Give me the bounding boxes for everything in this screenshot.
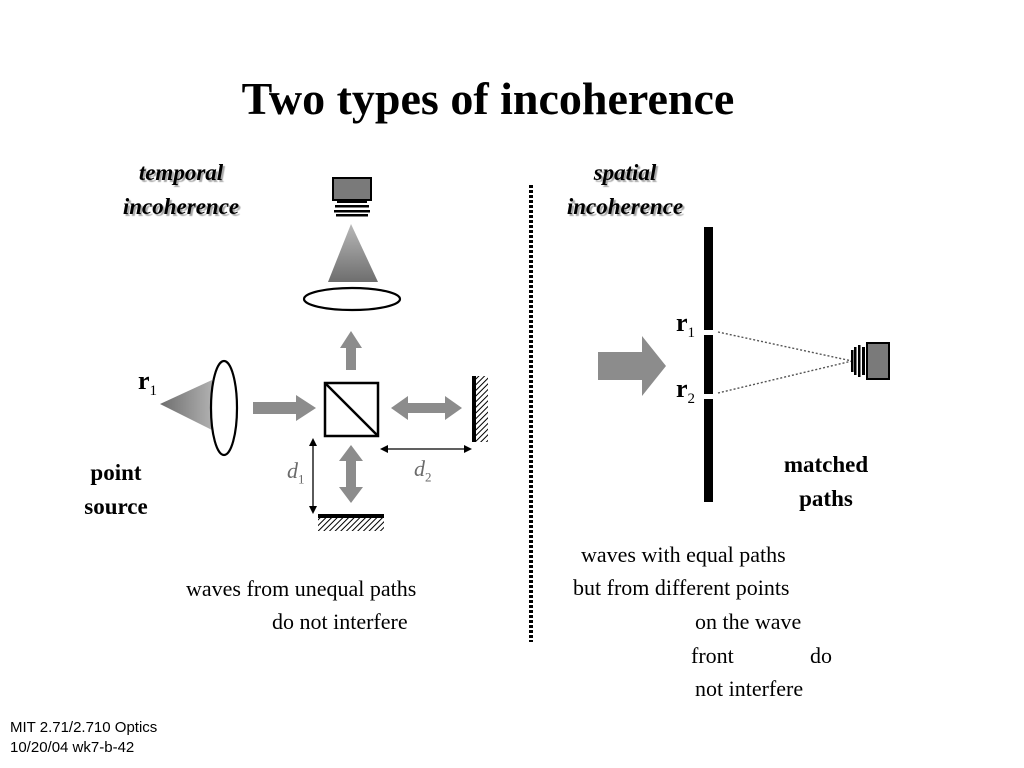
bottom-mirror (318, 514, 384, 531)
slide-footer: MIT 2.71/2.710 Optics 10/20/04 wk7-b-42 (10, 718, 157, 758)
wavefront-screen (704, 227, 713, 502)
detector-icon-right (851, 342, 890, 380)
r2-label: r2 (676, 374, 696, 408)
spatial-caption-line3: on the wave (695, 609, 802, 634)
spatial-caption-line2: but from different points (573, 575, 790, 600)
temporal-label: temporal incoherence (96, 156, 266, 224)
matched-paths-label: matched paths (760, 448, 892, 516)
beam-splitter (323, 381, 380, 438)
spatial-label-line1: spatial (593, 160, 657, 185)
arrow-up (340, 331, 362, 370)
temporal-label-line1: temporal (138, 160, 224, 185)
spatial-caption-line4a: front (691, 643, 734, 668)
spatial-label-line2: incoherence (566, 194, 684, 219)
ray-r2 (717, 360, 853, 394)
double-arrow-vertical (339, 445, 363, 503)
footer-date: 10/20/04 wk7-b-42 (10, 739, 135, 756)
right-mirror (472, 376, 488, 442)
point-source-line1: point (90, 460, 142, 485)
temporal-label-line2: incoherence (122, 194, 240, 219)
temporal-caption-line1: waves from unequal paths (186, 576, 417, 601)
wave-arrow (598, 336, 666, 396)
d2-dimension (380, 445, 472, 453)
point-source-label: point source (60, 456, 172, 524)
d2-label: d2 (414, 456, 432, 485)
footer-course: MIT 2.71/2.710 Optics (10, 719, 158, 736)
pinhole-r1 (702, 330, 715, 335)
double-arrow-horizontal (391, 396, 462, 420)
d1-label: d1 (287, 458, 305, 487)
focusing-cone (328, 224, 378, 282)
spatial-caption-line5: not interfere (695, 676, 804, 701)
pinhole-r2 (702, 394, 715, 399)
matched-paths-line1: matched (783, 452, 869, 477)
spatial-caption-line1: waves with equal paths (581, 542, 786, 567)
spatial-label: spatial incoherence (540, 156, 710, 224)
spatial-caption-line4b: do (810, 643, 832, 668)
slide-title: Two types of incoherence (241, 73, 735, 124)
ray-r1 (717, 331, 853, 362)
source-r1-label: r1 (138, 366, 158, 400)
arrow-right-in (253, 395, 316, 421)
source-cone (160, 380, 212, 430)
left-lens (209, 359, 239, 457)
detector-icon-top (332, 177, 372, 217)
matched-paths-line2: paths (799, 486, 853, 511)
temporal-caption-line2: do not interfere (272, 609, 408, 634)
d1-dimension (309, 438, 317, 514)
top-lens (302, 286, 402, 312)
r1-label: r1 (676, 308, 696, 342)
point-source-line2: source (84, 494, 148, 519)
